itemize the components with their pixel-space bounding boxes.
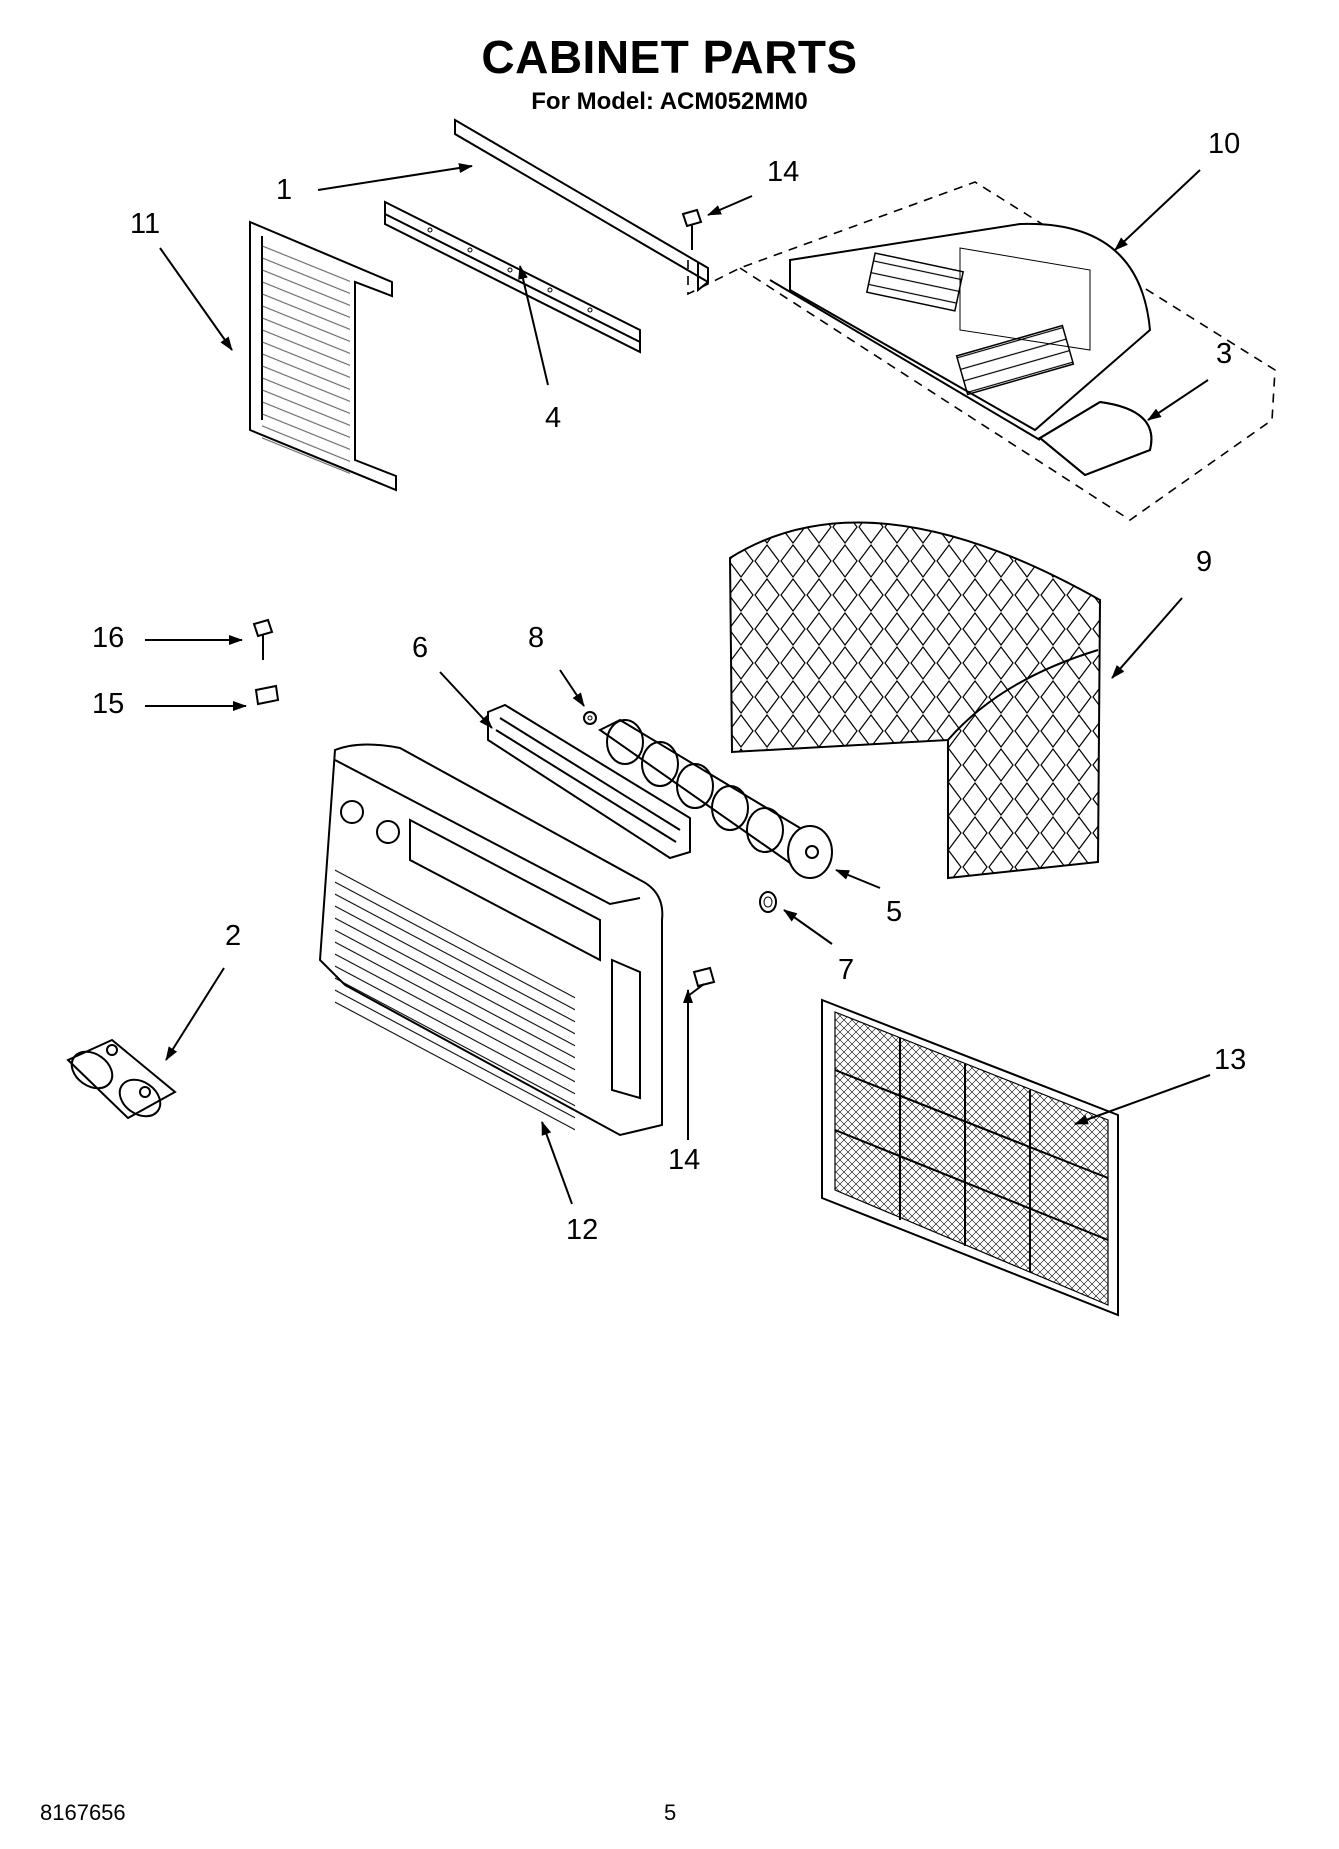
part-14-screw-bottom bbox=[687, 966, 716, 997]
leader-5 bbox=[835, 869, 881, 889]
leader-2 bbox=[165, 967, 225, 1061]
part-9-cabinet-wrapper bbox=[728, 521, 1102, 880]
part-6-louver bbox=[487, 703, 691, 860]
part-15-clip bbox=[254, 684, 280, 706]
model-subtitle: For Model: ACM052MM0 bbox=[531, 88, 808, 115]
callout-10: 10 bbox=[1208, 128, 1241, 160]
callout-2: 2 bbox=[225, 920, 242, 952]
document-number: 8167656 bbox=[40, 1800, 126, 1825]
part-4-channel-rail bbox=[384, 200, 641, 354]
leader-11 bbox=[159, 247, 233, 351]
callout-9: 9 bbox=[1196, 546, 1213, 578]
leader-7 bbox=[783, 909, 833, 945]
part-16-screw bbox=[252, 618, 274, 660]
part-5-blower-wheel bbox=[598, 718, 833, 879]
callout-16: 16 bbox=[92, 622, 125, 654]
leader-3 bbox=[1147, 379, 1209, 421]
callout-11: 11 bbox=[130, 208, 161, 240]
part-3-insulation-pad bbox=[1038, 400, 1153, 477]
callout-8: 8 bbox=[528, 622, 545, 654]
callout-7: 7 bbox=[838, 954, 855, 986]
leader-14-top bbox=[707, 195, 753, 216]
callout-15: 15 bbox=[92, 688, 125, 720]
leader-9 bbox=[1111, 597, 1183, 679]
callout-12: 12 bbox=[566, 1214, 599, 1246]
part-10-top-cover-assembly bbox=[687, 181, 1276, 521]
leader-13 bbox=[1074, 1074, 1211, 1125]
leader-10 bbox=[1114, 169, 1201, 251]
leader-12 bbox=[541, 1121, 573, 1205]
callout-1: 1 bbox=[276, 174, 293, 206]
page-title: CABINET PARTS bbox=[481, 31, 858, 83]
leader-4 bbox=[518, 265, 549, 386]
callout-6: 6 bbox=[412, 632, 429, 664]
callout-4: 4 bbox=[545, 402, 562, 434]
part-12-front-panel bbox=[318, 743, 664, 1138]
leader-1 bbox=[317, 163, 473, 191]
part-14-screw-top bbox=[681, 208, 703, 250]
callout-13: 13 bbox=[1214, 1044, 1247, 1076]
callout-3: 3 bbox=[1216, 338, 1233, 370]
part-8-bearing bbox=[583, 711, 597, 725]
part-1-rail bbox=[454, 118, 709, 293]
part-13-filter bbox=[821, 998, 1119, 1317]
leader-6 bbox=[439, 671, 493, 729]
callout-5: 5 bbox=[886, 896, 903, 928]
leader-8 bbox=[559, 669, 585, 707]
part-7-bushing bbox=[759, 891, 777, 913]
page-number: 5 bbox=[664, 1800, 677, 1825]
callout-14-top: 14 bbox=[767, 156, 800, 188]
part-11-side-curtain bbox=[249, 220, 397, 492]
callout-14-bottom: 14 bbox=[668, 1144, 701, 1176]
part-2-bracket bbox=[66, 1038, 177, 1120]
